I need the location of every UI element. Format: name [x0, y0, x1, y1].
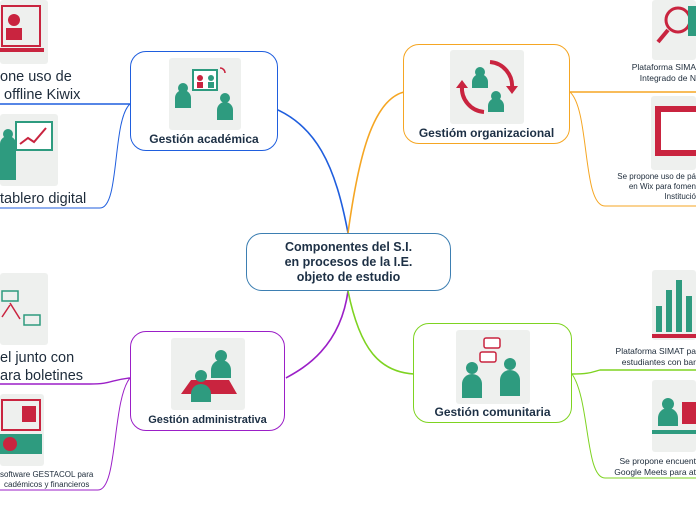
- video-meeting-icon: [652, 380, 696, 452]
- branch-administrativa[interactable]: Gestión administrativa: [130, 331, 285, 431]
- branch-comunitaria[interactable]: Gestión comunitaria: [413, 323, 572, 423]
- monitor-icon: [651, 96, 696, 170]
- cycle-people-icon: [450, 50, 524, 124]
- teacher-screen-icon: [169, 58, 241, 130]
- meeting-table-icon: [171, 338, 245, 410]
- connectors-administrativa: [0, 290, 349, 491]
- branch-organizacional[interactable]: Gestióm organizacional: [403, 44, 570, 144]
- magnifier-report-icon: [652, 0, 696, 60]
- connectors-organizacional: [347, 91, 696, 234]
- computer-user-icon: [0, 0, 48, 64]
- leaf-simat-organizacional[interactable]: Plataforma SIMA Integrado de N: [631, 62, 696, 83]
- chat-people-icon: [456, 330, 530, 404]
- leaf-excel-boletines[interactable]: el junto con ara boletines: [0, 350, 84, 384]
- branch-administrativa-label: Gestión administrativa: [148, 414, 267, 426]
- leaf-kiwix[interactable]: one uso de offline Kiwix: [0, 69, 81, 103]
- branch-comunitaria-label: Gestión comunitaria: [434, 405, 551, 419]
- central-topic[interactable]: Componentes del S.I. en procesos de la I…: [246, 233, 451, 291]
- leaf-tablero[interactable]: tablero digital: [0, 191, 87, 207]
- branch-academica[interactable]: Gestión académica: [130, 51, 278, 151]
- connectors-comunitaria: [347, 290, 696, 479]
- leaf-simat-comunitaria[interactable]: Plataforma SIMAT pa estudiantes con bar: [615, 346, 696, 367]
- leaf-wix[interactable]: Se propone uso de pá en Wix para fomen I…: [617, 172, 696, 201]
- central-topic-label: Componentes del S.I. en procesos de la I…: [284, 239, 413, 284]
- connectors-academica: [0, 103, 349, 234]
- presentation-board-icon: [0, 114, 58, 186]
- leaf-google-meets[interactable]: Se propone encuent Google Meets para at: [614, 456, 696, 477]
- bar-chart-icon: [652, 270, 696, 340]
- leaf-gestacol[interactable]: software GESTACOL para cadémicos y finan…: [0, 470, 94, 489]
- network-computers-icon: [0, 273, 48, 345]
- branch-organizacional-label: Gestióm organizacional: [418, 126, 555, 140]
- cash-register-icon: [0, 394, 44, 466]
- branch-academica-label: Gestión académica: [149, 132, 259, 146]
